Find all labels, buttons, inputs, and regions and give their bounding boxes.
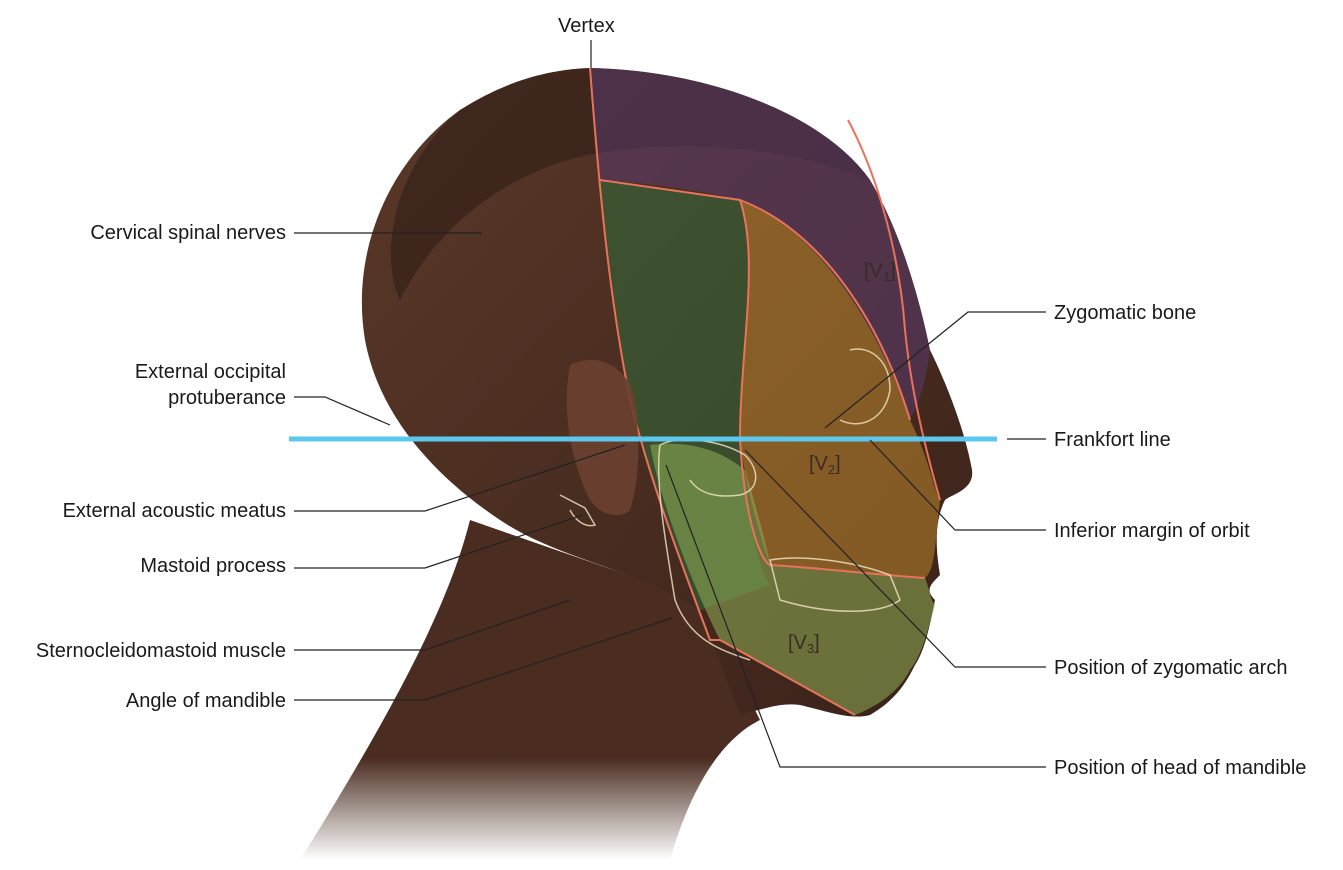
neck	[300, 520, 760, 860]
label-vertex: Vertex	[558, 15, 615, 37]
v1-zone	[590, 68, 930, 420]
zone-label-v1: [V1]	[864, 260, 896, 284]
label-mastoid-process: Mastoid process	[140, 555, 286, 577]
label-external-occipital-1: External occipital	[134, 361, 286, 383]
v2-zone	[740, 200, 940, 578]
label-position-of-head-of-mandible: Position of head of mandible	[1054, 757, 1307, 779]
label-zygomatic-bone: Zygomatic bone	[1054, 302, 1197, 324]
label-sternocleidomastoid-muscle: Sternocleidomastoid muscle	[35, 640, 286, 662]
v3-zone	[650, 443, 935, 715]
label-external-acoustic-meatus: External acoustic meatus	[62, 500, 286, 522]
zone-label-v2: [V2]	[809, 453, 841, 477]
zone-label-v3: [V3]	[788, 632, 820, 656]
label-angle-of-mandible: Angle of mandible	[125, 690, 286, 712]
label-external-occipital-2: protuberance	[168, 387, 286, 409]
label-cervical-spinal-nerves: Cervical spinal nerves	[90, 222, 286, 244]
label-position-of-zygomatic-arch: Position of zygomatic arch	[1054, 657, 1288, 679]
label-frankfort-line: Frankfort line	[1054, 429, 1171, 451]
label-inferior-margin-of-orbit: Inferior margin of orbit	[1054, 520, 1250, 542]
leader-lines	[294, 40, 1046, 768]
